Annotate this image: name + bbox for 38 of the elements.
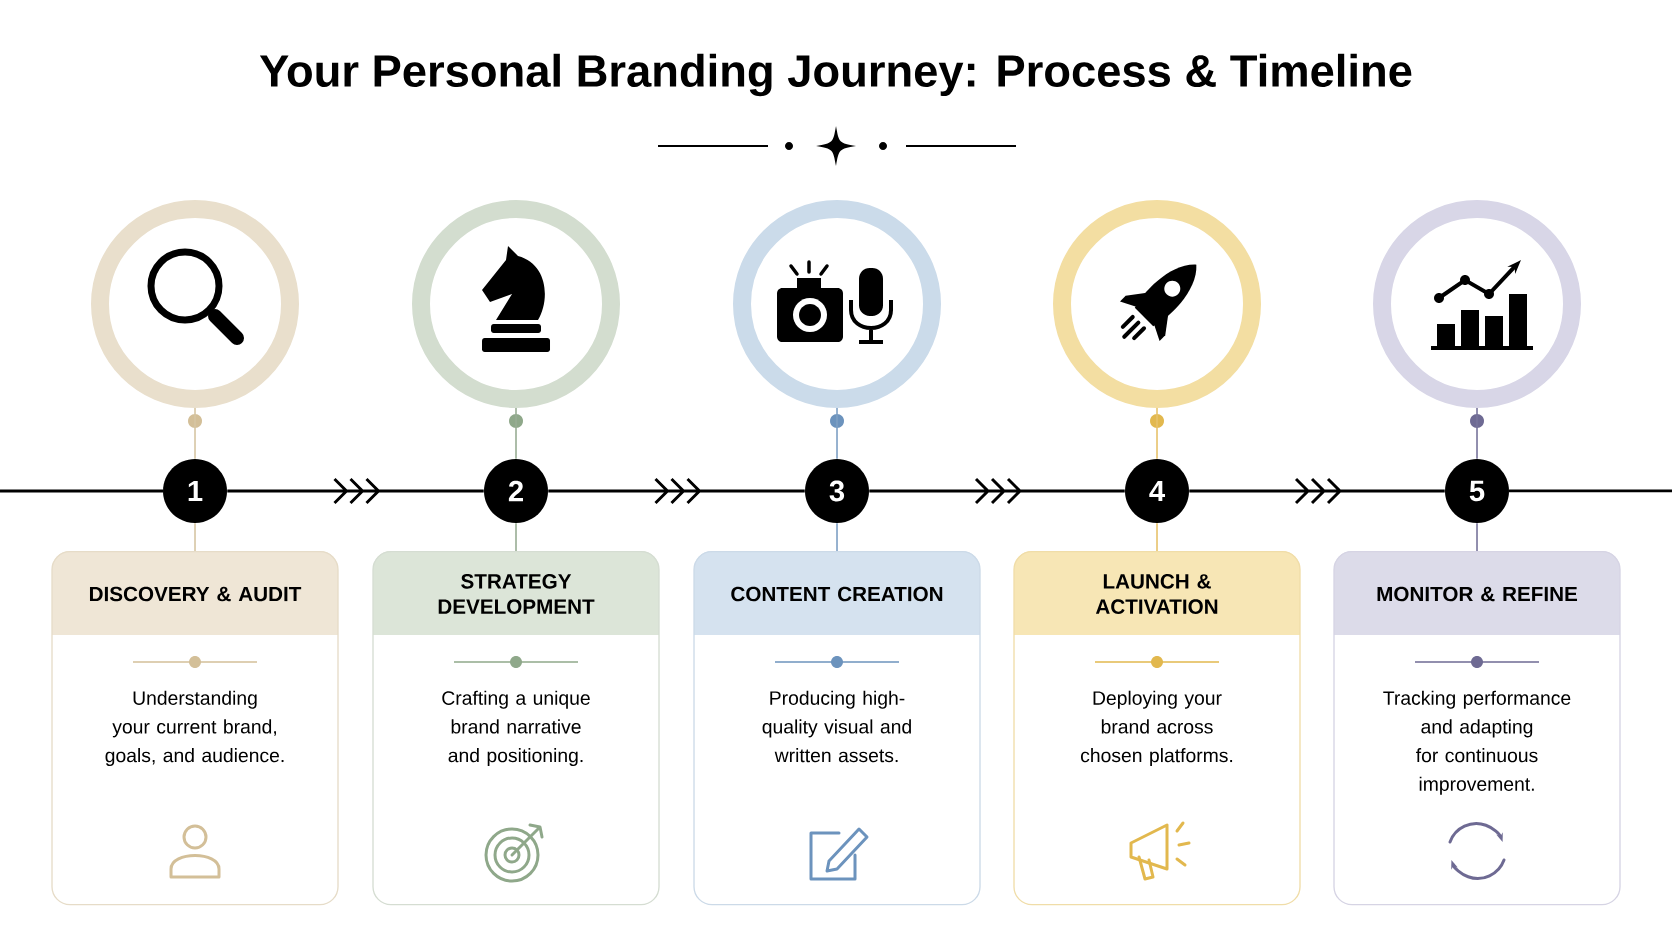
- connector-line: [515, 407, 517, 460]
- timeline-arrow: [1187, 477, 1447, 505]
- step-description: Deploying your brand across chosen platforms.: [1081, 690, 1233, 767]
- connector-line: [836, 522, 838, 552]
- connector-line: [194, 407, 196, 460]
- step-description: Understanding your current brand, goals, and audience.: [105, 690, 284, 767]
- timeline-arrow: [546, 477, 807, 505]
- step-card: [1013, 551, 1301, 906]
- step-title: CONTENT CREATION: [731, 586, 943, 602]
- title: Your Personal Branding Journey: Process & Timeline: [259, 53, 1412, 97]
- step-description: Producing high-quality visual and written assets.: [762, 690, 911, 763]
- connector-line: [1156, 522, 1158, 552]
- step-card: [693, 551, 981, 906]
- step-card: [51, 551, 339, 906]
- step-number: 4: [1125, 459, 1189, 523]
- step-title: MONITOR & REFINE: [1377, 586, 1578, 602]
- icon-ring: [1373, 200, 1581, 408]
- step-number: 2: [484, 459, 548, 523]
- step-title: LAUNCH & ACTIVATION: [1095, 574, 1218, 614]
- step-number: 1: [163, 459, 227, 523]
- step-card: [372, 551, 660, 906]
- step-card: [1333, 551, 1621, 906]
- step-description: Tracking performance and adapting for continuous improvement.: [1383, 690, 1571, 795]
- step-number: 5: [1445, 459, 1509, 523]
- step-title: STRATEGY DEVELOPMENT: [438, 574, 595, 614]
- connector-line: [1156, 407, 1158, 460]
- timeline-arrow: [867, 477, 1127, 505]
- timeline-arrow: [225, 477, 486, 505]
- step-title: DISCOVERY & AUDIT: [90, 586, 302, 602]
- icon-ring: [91, 200, 299, 408]
- step-description: Crafting a unique brand narrative and positioning.: [442, 690, 590, 767]
- connector-line: [515, 522, 517, 552]
- step-number: 3: [805, 459, 869, 523]
- icon-ring: [1053, 200, 1261, 408]
- connector-line: [1476, 407, 1478, 460]
- connector-line: [194, 522, 196, 552]
- connector-line: [1476, 522, 1478, 552]
- connector-line: [836, 407, 838, 460]
